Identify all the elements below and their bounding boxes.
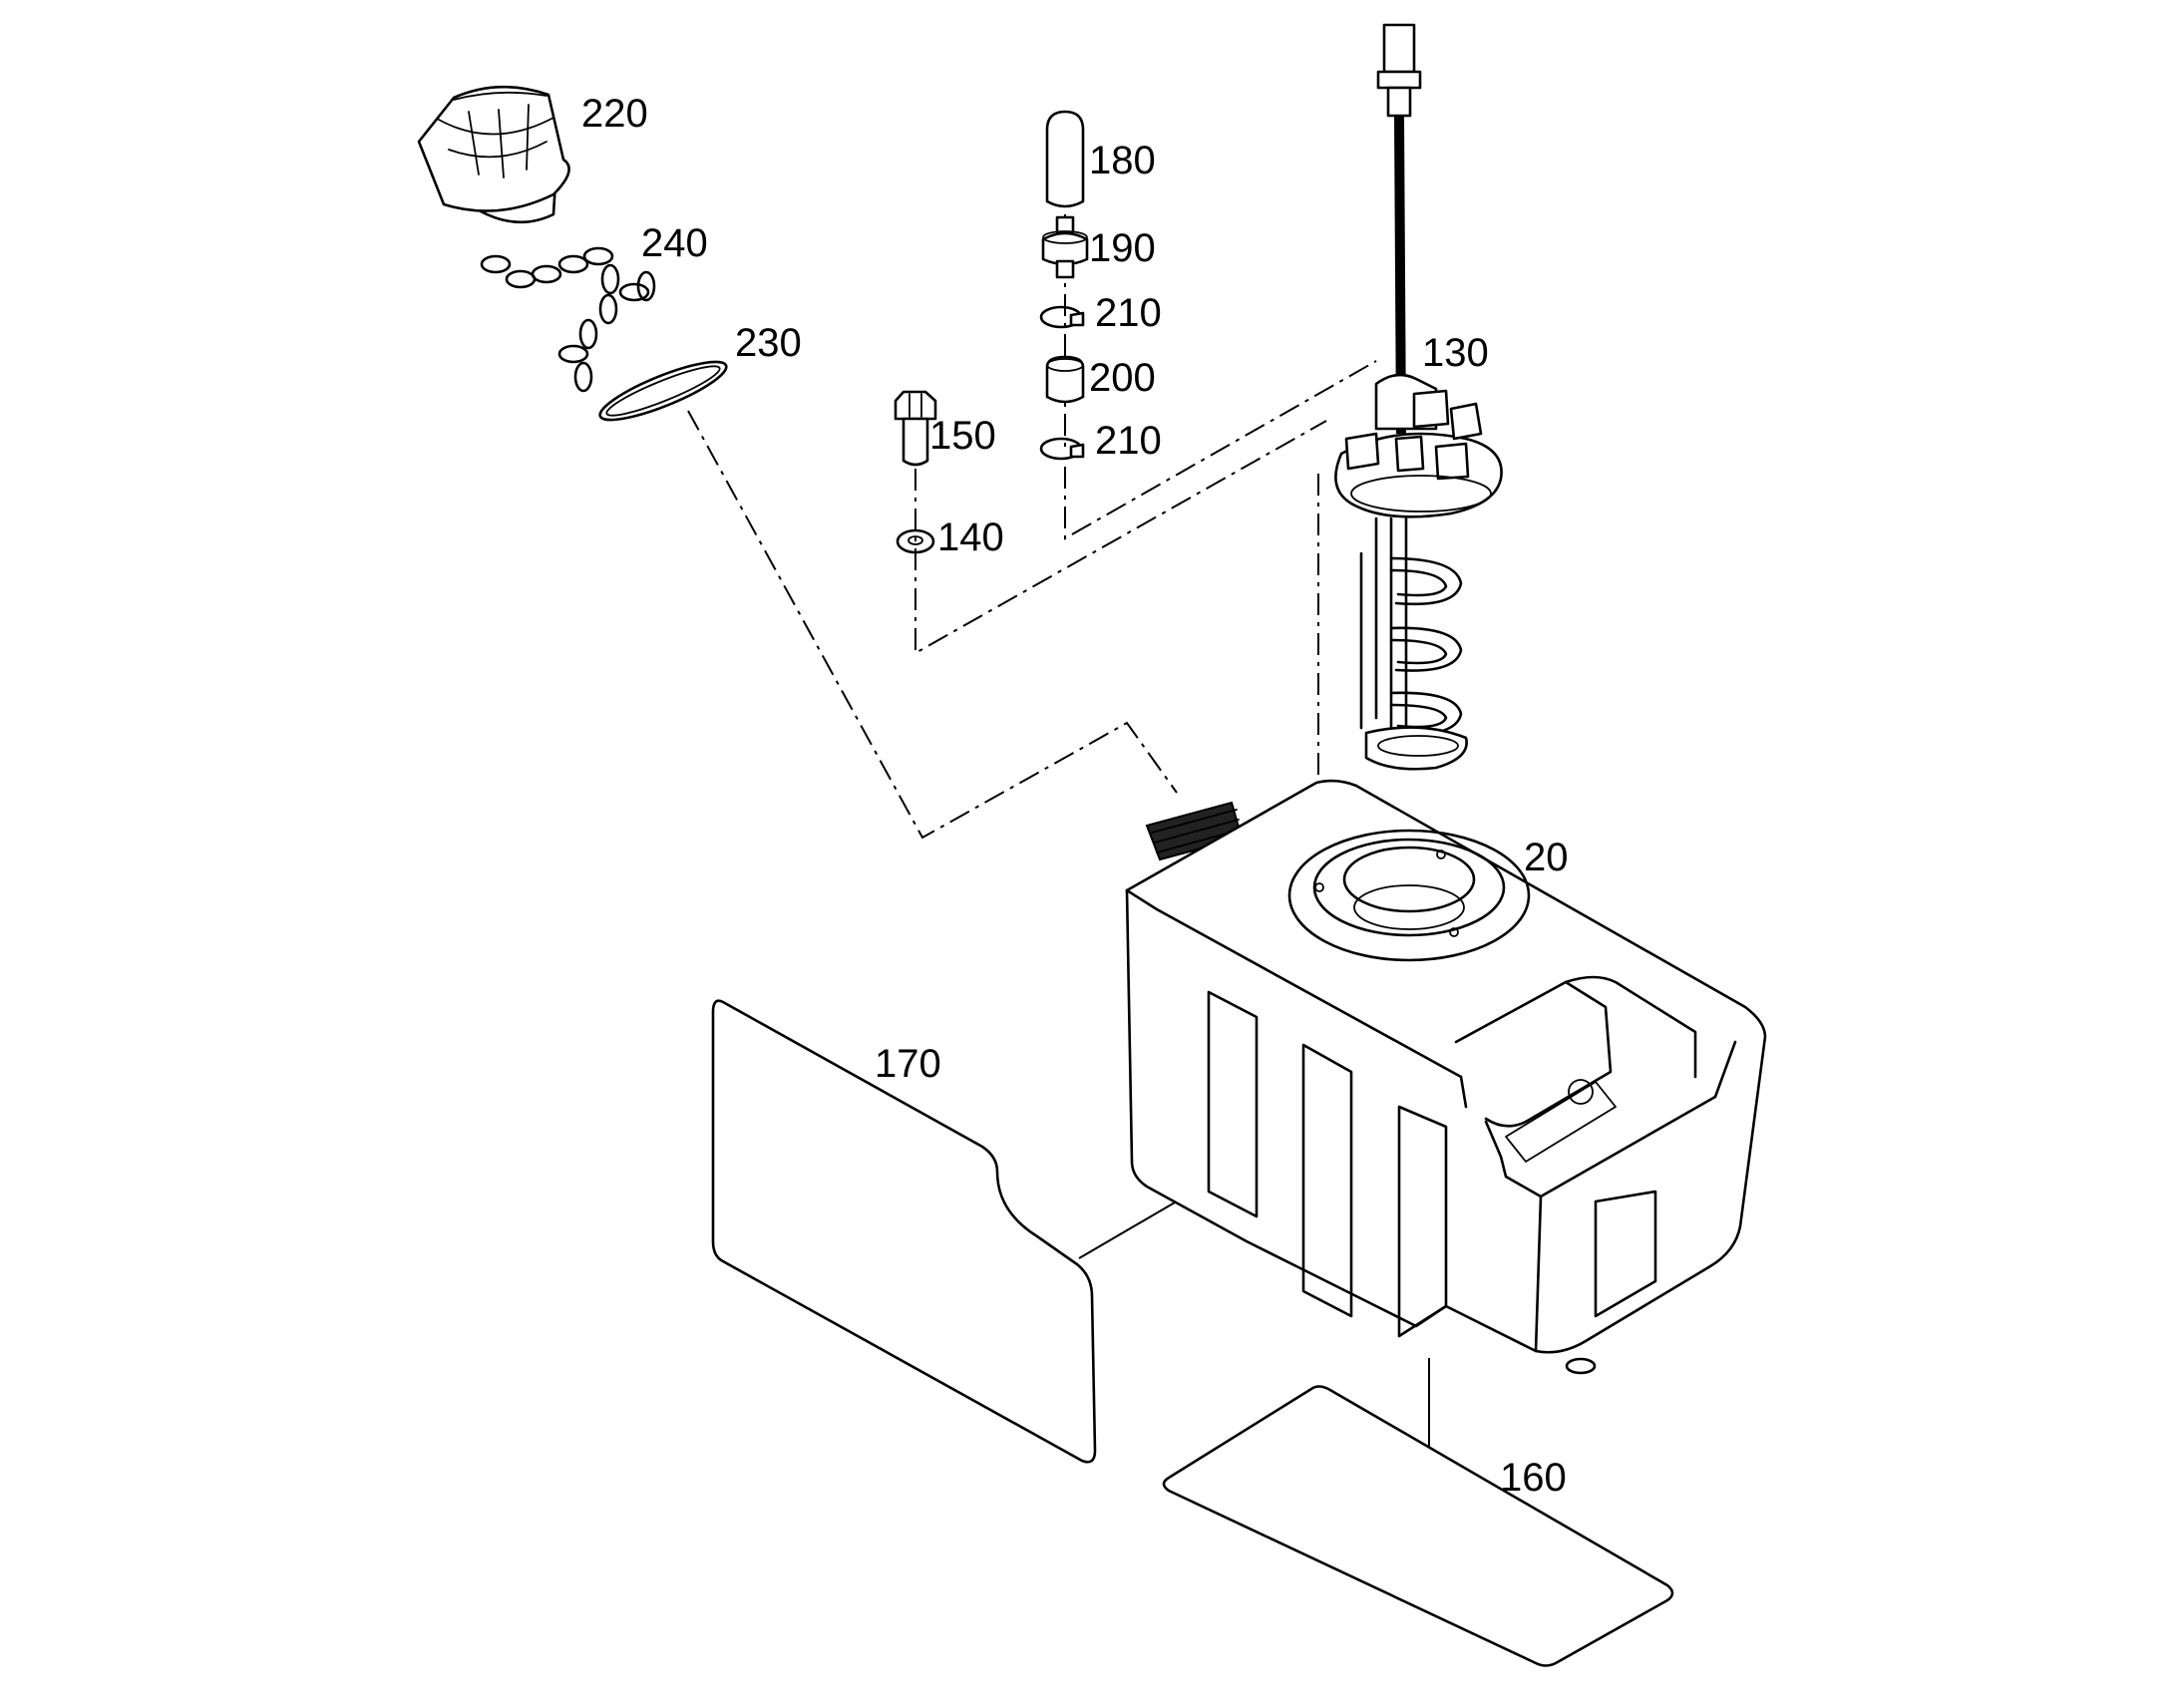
cap-part[interactable] — [1045, 110, 1085, 208]
callout-210-upper: 210 — [1095, 291, 1162, 335]
callout-130: 130 — [1422, 331, 1489, 375]
hose-clamp-part-upper[interactable] — [1039, 305, 1085, 329]
callout-230: 230 — [735, 321, 802, 365]
callout-240: 240 — [641, 221, 708, 265]
sleeve-part[interactable] — [1045, 355, 1085, 404]
chain-part[interactable] — [480, 246, 656, 393]
callout-150: 150 — [929, 414, 996, 458]
assembly-line-valve — [1064, 360, 1377, 540]
valve-part[interactable] — [1041, 215, 1089, 279]
pad-side-part[interactable] — [711, 999, 1097, 1464]
callout-170: 170 — [875, 1042, 941, 1086]
callout-labels: 220 240 230 180 190 210 200 210 150 140 … — [581, 92, 1569, 1500]
washer-part[interactable] — [896, 528, 935, 554]
filler-cap-part[interactable] — [417, 85, 570, 224]
seal-ring-part[interactable] — [594, 352, 731, 431]
callout-140: 140 — [937, 515, 1004, 559]
bolt-part[interactable] — [894, 390, 937, 467]
callout-190: 190 — [1089, 226, 1156, 270]
pad-bottom-part[interactable] — [1162, 1385, 1674, 1667]
assembly-line-filler — [687, 410, 1178, 840]
callout-160: 160 — [1500, 1456, 1567, 1500]
callout-220: 220 — [581, 92, 648, 136]
callout-210-lower: 210 — [1095, 419, 1162, 463]
callout-200: 200 — [1089, 356, 1156, 400]
level-sender-part[interactable] — [1334, 23, 1503, 771]
callout-180: 180 — [1089, 139, 1156, 182]
tank-part[interactable] — [1125, 779, 1767, 1375]
callout-20: 20 — [1524, 836, 1569, 879]
hose-clamp-part-lower[interactable] — [1039, 437, 1085, 461]
